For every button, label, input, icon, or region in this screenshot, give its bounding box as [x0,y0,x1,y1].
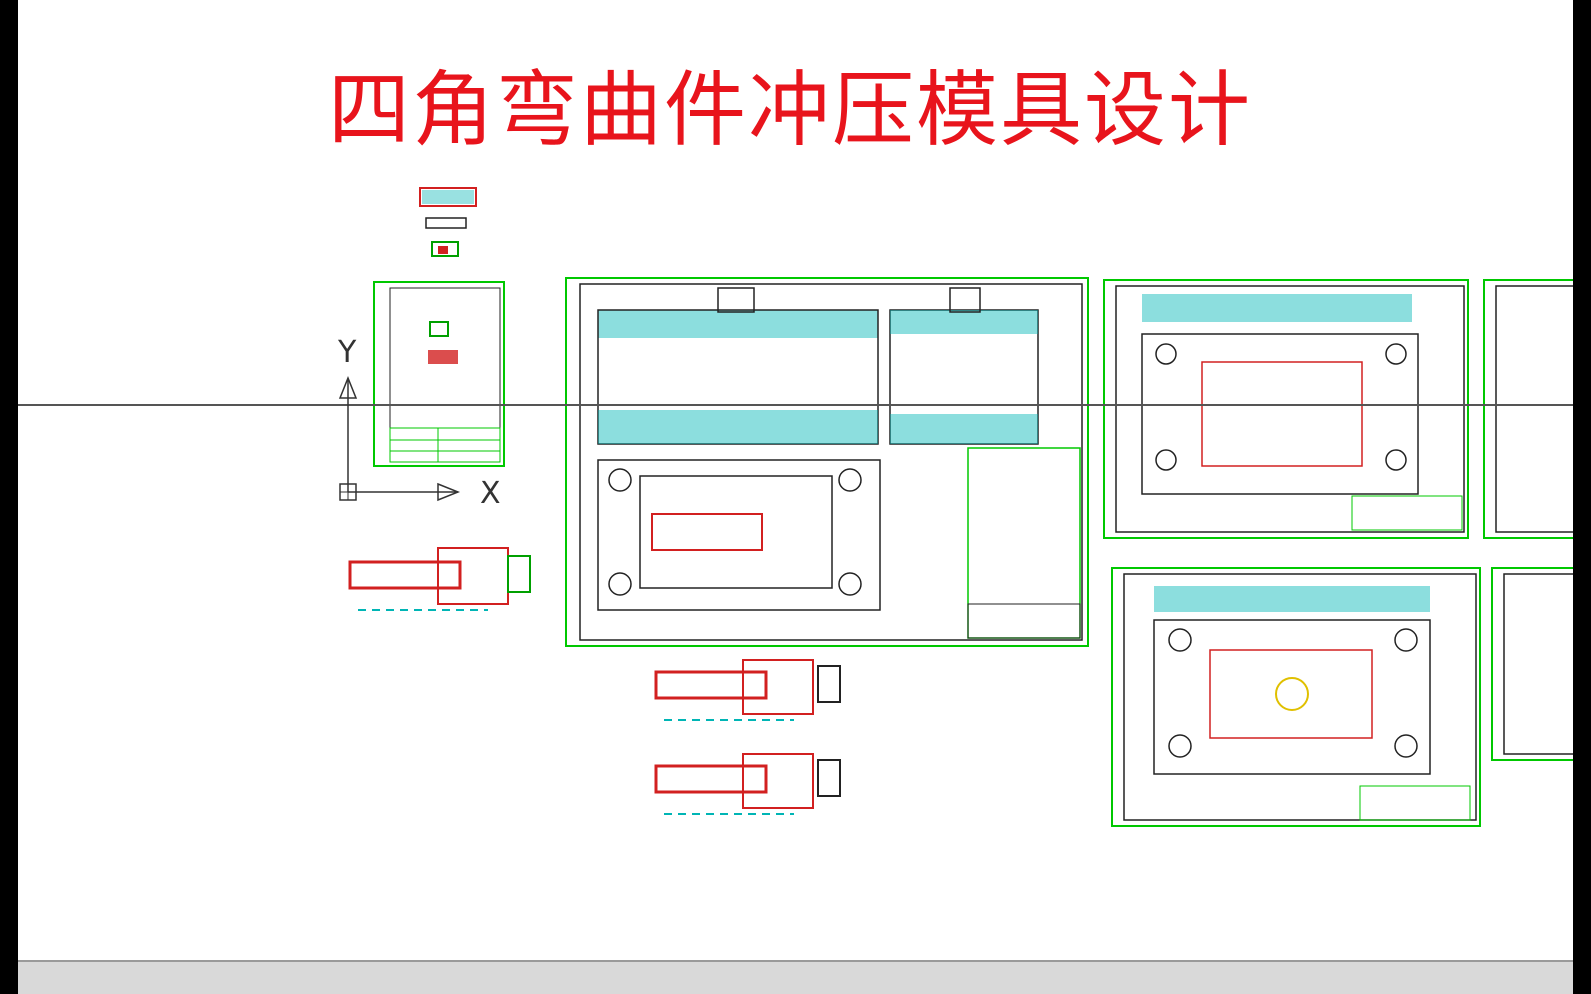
ucs-x-label: X [480,476,501,511]
sheet-lower-die-plate [1111,567,1481,827]
cad-drawing-canvas[interactable]: 四角弯曲件冲压模具设计 [18,0,1573,960]
sheet-upper-die-plate [1103,279,1469,539]
ucs-y-label: Y [337,335,357,370]
right-edge-bar [1573,0,1591,994]
sheet-assembly-drawing [565,277,1089,647]
strip-layout-middle-2 [654,753,841,815]
strip-layout-left [348,547,531,611]
sheet-part-drawing [373,281,505,467]
sheet-partial-right [1483,279,1573,761]
drawing-title: 四角弯曲件冲压模具设计 [328,63,1253,158]
part-thumbnail-top [419,187,477,257]
ucs-icon [338,375,461,502]
status-bar [18,960,1573,994]
cad-drawing-sheets: Y X [18,187,1573,827]
strip-layout-middle-1 [654,659,841,721]
